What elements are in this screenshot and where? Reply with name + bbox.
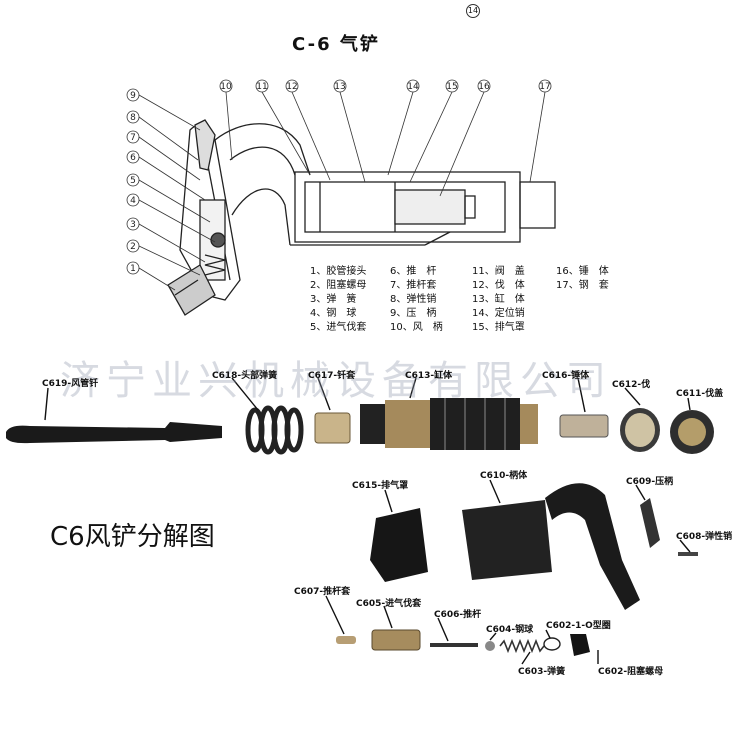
legend-item: 7、推杆套 xyxy=(390,280,437,291)
legend-item: 11、阀 盖 xyxy=(472,266,525,277)
legend-item: 5、进气伐套 xyxy=(310,322,367,333)
steel-ball-part xyxy=(485,641,495,651)
svg-text:10: 10 xyxy=(220,82,232,92)
part-label-c605: C605-进气伐套 xyxy=(356,599,422,609)
part-label-c612: C612-伐 xyxy=(612,380,651,390)
legend-item: 13、缸 体 xyxy=(472,294,525,305)
svg-text:5: 5 xyxy=(130,176,136,186)
part-label-c619: C619-风管钎 xyxy=(42,379,99,389)
legend-item: 15、排气罩 xyxy=(472,322,525,333)
svg-text:16: 16 xyxy=(478,82,490,92)
svg-text:13: 13 xyxy=(334,82,345,92)
part-label-c602-1: C602-1-O型圈 xyxy=(546,621,611,631)
callout-leaders xyxy=(138,91,546,291)
cylinder-part xyxy=(360,398,538,450)
svg-text:4: 4 xyxy=(130,196,136,206)
sleeve-part xyxy=(314,412,351,444)
svg-text:17: 17 xyxy=(539,82,550,92)
callout-markers xyxy=(126,79,552,275)
svg-text:9: 9 xyxy=(130,91,136,101)
svg-text:3: 3 xyxy=(130,220,136,230)
part-label-c607: C607-推杆套 xyxy=(294,587,351,597)
page-number-badge: 14 xyxy=(466,4,480,18)
legend-item: 8、弹性销 xyxy=(390,294,437,305)
plug-nut-part xyxy=(570,634,590,656)
legend-item: 17、钢 套 xyxy=(556,280,609,291)
part-label-c604: C604-钢球 xyxy=(486,625,534,635)
exploded-view-title: C6风铲分解图 xyxy=(50,522,215,552)
svg-text:12: 12 xyxy=(286,82,297,92)
legend-item: 14、定位销 xyxy=(472,308,525,319)
intake-valve-sleeve-part xyxy=(371,629,421,651)
part-label-c608: C608-弹性销 xyxy=(676,532,733,542)
hammer-part xyxy=(559,414,609,438)
o-ring-part xyxy=(543,637,561,651)
legend-item: 12、伐 体 xyxy=(472,280,525,291)
legend-item: 10、风 柄 xyxy=(390,322,443,333)
watermark: 济宁业兴机械设备有限公司 xyxy=(60,358,612,404)
svg-text:1: 1 xyxy=(130,264,136,274)
push-rod-sleeve-part xyxy=(336,636,356,644)
part-label-c602: C602-阻塞螺母 xyxy=(598,667,664,677)
legend-item: 3、弹 簧 xyxy=(310,294,357,305)
exhaust-hood-part xyxy=(370,508,428,582)
svg-text:2: 2 xyxy=(130,242,136,252)
pin-part xyxy=(678,552,698,556)
push-rod-part xyxy=(430,643,478,647)
svg-text:11: 11 xyxy=(256,82,267,92)
svg-text:8: 8 xyxy=(130,113,136,123)
handle-body-part xyxy=(462,500,552,580)
svg-text:7: 7 xyxy=(130,133,136,143)
lever-part xyxy=(640,498,660,548)
part-label-c616: C616-锤体 xyxy=(542,371,590,381)
legend-item: 6、推 杆 xyxy=(390,266,437,277)
part-label-c618: C618-头部弹簧 xyxy=(212,371,278,381)
part-label-c603: C603-弹簧 xyxy=(518,667,566,677)
callout-numbers: 1 2 3 4 5 6 7 8 9 10 11 12 13 14 15 16 1… xyxy=(130,82,551,274)
legend-item: 4、钢 球 xyxy=(310,308,357,319)
legend-item: 1、胶管接头 xyxy=(310,266,367,277)
diagram-title: C-6 气铲 xyxy=(292,34,380,55)
part-label-c606: C606-推杆 xyxy=(434,610,482,620)
svg-text:15: 15 xyxy=(446,82,457,92)
part-label-c610: C610-柄体 xyxy=(480,471,528,481)
chisel-part xyxy=(6,422,222,444)
part-label-c609: C609-压柄 xyxy=(626,477,674,487)
part-label-c613: C613-缸体 xyxy=(405,371,453,381)
part-label-c615: C615-排气罩 xyxy=(352,481,409,491)
part-label-c617: C617-钎套 xyxy=(308,371,356,381)
cross-section-drawing xyxy=(167,119,556,316)
part-label-c611: C611-伐盖 xyxy=(676,389,724,399)
part-label-leaders xyxy=(44,377,691,665)
svg-text:14: 14 xyxy=(407,82,419,92)
legend-item: 16、锤 体 xyxy=(556,266,609,277)
svg-text:6: 6 xyxy=(130,153,136,163)
legend-item: 2、阻塞螺母 xyxy=(310,280,367,291)
spring-part xyxy=(245,405,304,455)
small-spring-part xyxy=(499,638,545,654)
exploded-parts xyxy=(6,398,714,656)
legend-item: 9、压 柄 xyxy=(390,308,437,319)
